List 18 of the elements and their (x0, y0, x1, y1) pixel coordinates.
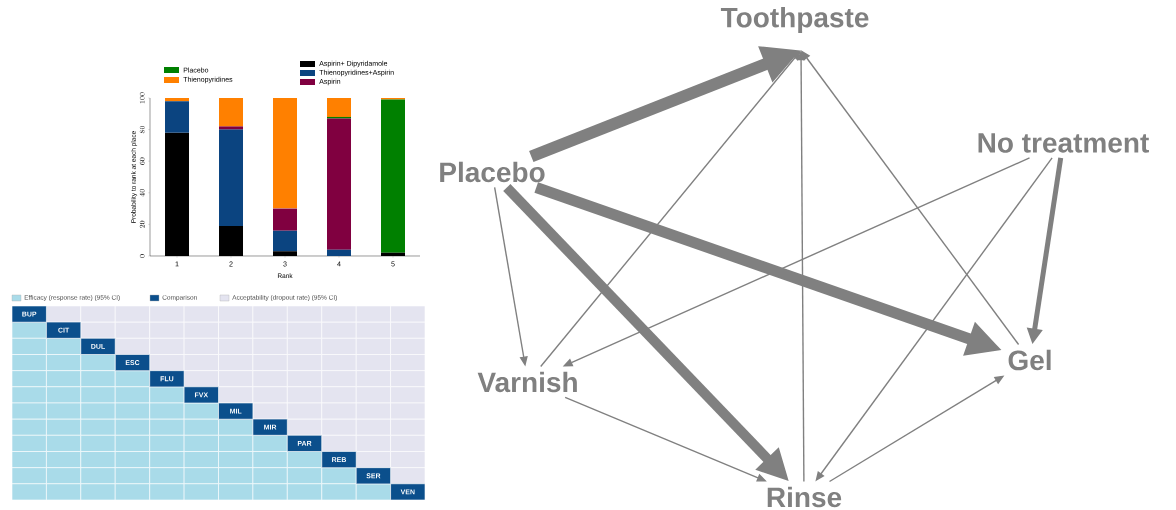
bar (273, 97, 297, 209)
bar (273, 208, 297, 231)
node-label: No treatment (978, 133, 1149, 153)
bar (327, 249, 352, 256)
bar (165, 101, 190, 133)
bar (381, 99, 405, 253)
bar (327, 118, 352, 250)
bar (219, 129, 244, 226)
bar (273, 230, 297, 252)
node-label: Toothpaste (720, 6, 869, 34)
bar (327, 97, 352, 117)
node-label: Varnish (477, 371, 577, 393)
bar (165, 97, 190, 102)
node-label: Placebo (440, 161, 545, 183)
node-label: Gel (1008, 349, 1051, 371)
bar (219, 97, 244, 127)
bar (219, 126, 244, 130)
node-label: Rinse (767, 486, 842, 508)
